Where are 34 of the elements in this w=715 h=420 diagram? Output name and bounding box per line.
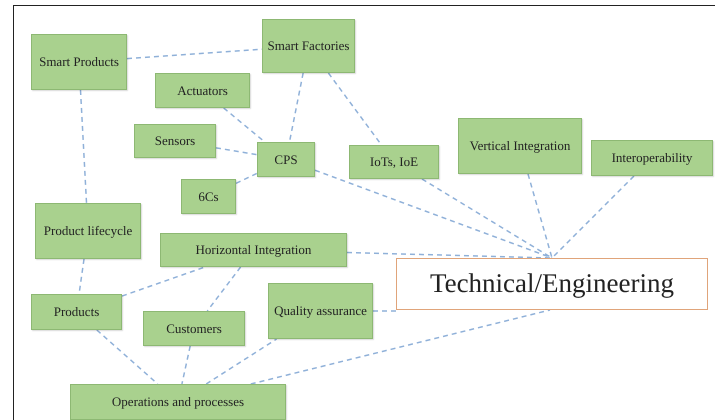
dashed-connector xyxy=(216,147,258,156)
topic-box: IoTs, IoE xyxy=(349,145,439,179)
dashed-connector xyxy=(223,107,266,143)
main-topic-box: Technical/Engineering xyxy=(396,258,708,310)
dashed-connector xyxy=(314,170,552,259)
dashed-connector xyxy=(328,72,382,146)
topic-box: Product lifecycle xyxy=(35,203,141,259)
dashed-connector xyxy=(288,72,304,142)
topic-box: Horizontal Integration xyxy=(160,233,347,267)
topic-box: Vertical Integration xyxy=(458,118,582,174)
topic-box: Smart Factories xyxy=(262,19,355,73)
dashed-connector xyxy=(527,174,553,258)
dashed-connector xyxy=(181,346,191,384)
dashed-connector xyxy=(422,178,552,259)
dashed-connector xyxy=(206,266,242,312)
topic-box: Quality assurance xyxy=(268,283,373,339)
dashed-connector xyxy=(80,90,88,204)
topic-box: Operations and processes xyxy=(70,384,286,420)
dashed-connector xyxy=(373,310,396,312)
topic-box: Smart Products xyxy=(31,34,127,90)
topic-box: Products xyxy=(31,294,122,330)
dashed-connector xyxy=(250,309,550,385)
dashed-connector xyxy=(551,175,635,259)
topic-box: 6Cs xyxy=(181,179,236,214)
dashed-connector xyxy=(96,329,158,385)
topic-box: Interoperability xyxy=(591,140,713,176)
topic-box: CPS xyxy=(257,142,315,177)
dashed-connector xyxy=(236,172,258,184)
topic-box: Actuators xyxy=(155,73,250,108)
topic-box: Customers xyxy=(143,311,245,346)
dashed-connector xyxy=(206,338,278,385)
dashed-connector xyxy=(122,266,206,297)
topic-box: Sensors xyxy=(134,124,216,158)
dashed-connector xyxy=(346,252,552,259)
